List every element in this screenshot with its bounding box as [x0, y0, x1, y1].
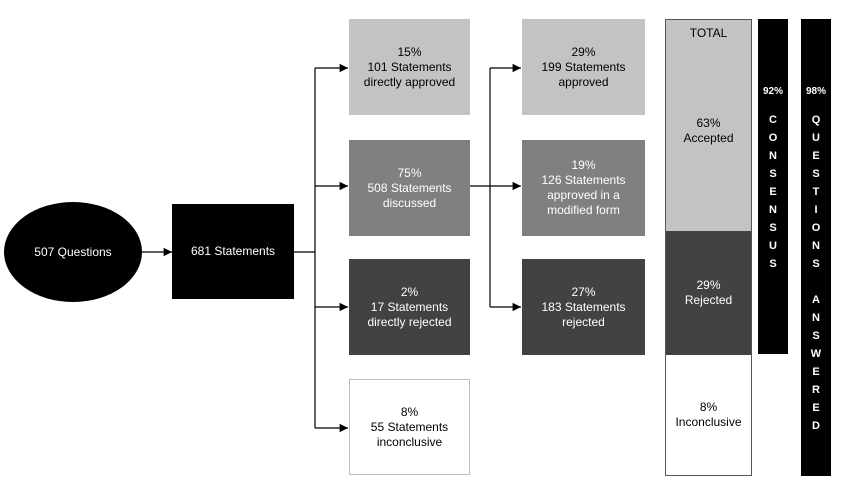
- direct-rejected-desc: directly rejected: [367, 314, 452, 329]
- total-rejected-label: Rejected: [684, 293, 733, 307]
- modified-count: 126 Statements: [541, 173, 626, 187]
- direct-rejected-node: 2% 17 Statements directly rejected: [349, 259, 470, 355]
- answered-letter: U: [812, 132, 820, 144]
- consensus-letter: S: [769, 222, 777, 234]
- discussed-count: 508 Statements: [367, 180, 452, 195]
- answered-pct: 98%: [805, 86, 826, 97]
- total-accepted-pct: 63%: [696, 116, 721, 130]
- total-inconclusive-segment: 8% Inconclusive: [666, 355, 751, 475]
- answered-letter: E: [812, 366, 820, 378]
- modified-node: 19% 126 Statements approved in a modifie…: [522, 140, 645, 236]
- consensus-letter: C: [769, 114, 777, 126]
- answered-letter: N: [812, 312, 820, 324]
- rejected-node: 27% 183 Statements rejected: [522, 259, 645, 355]
- consensus-letter: S: [769, 168, 777, 180]
- consensus-letter: N: [769, 150, 777, 162]
- discussed-node: 75% 508 Statements discussed: [349, 140, 470, 236]
- discussed-desc: discussed: [382, 195, 437, 210]
- questions-node: 507 Questions: [4, 202, 142, 302]
- approved-node: 29% 199 Statements approved: [522, 19, 645, 115]
- direct-rejected-pct: 2%: [400, 284, 419, 299]
- approved-desc: approved: [558, 74, 609, 89]
- answered-letter: Q: [811, 114, 821, 126]
- direct-approved-pct: 15%: [397, 44, 422, 59]
- answered-letter: I: [814, 204, 818, 216]
- total-title: TOTAL: [689, 26, 728, 40]
- direct-approved-count: 101 Statements: [367, 59, 452, 74]
- answered-letter: O: [811, 222, 821, 234]
- modified-desc-1: approved in a: [547, 188, 620, 202]
- answered-letter: S: [812, 258, 820, 270]
- total-rejected-pct: 29%: [696, 278, 721, 292]
- total-accepted-label: Accepted: [683, 131, 734, 145]
- total-column: TOTAL 63% Accepted 29% Rejected 8% Incon…: [665, 19, 752, 476]
- statements-node: 681 Statements: [172, 204, 294, 299]
- statements-label: 681 Statements: [190, 244, 276, 258]
- answered-letter: T: [812, 186, 820, 198]
- approved-pct: 29%: [571, 44, 596, 59]
- consensus-letter: E: [769, 186, 777, 198]
- consensus-letter: O: [768, 132, 778, 144]
- consensus-letter: U: [769, 240, 777, 252]
- answered-letter: A: [812, 294, 820, 306]
- rejected-desc: rejected: [562, 314, 605, 329]
- inconclusive-node: 8% 55 Statements inconclusive: [349, 379, 470, 475]
- inconclusive-count: 55 Statements: [370, 419, 449, 434]
- inconclusive-desc: inconclusive: [376, 434, 443, 449]
- answered-letter: N: [812, 240, 820, 252]
- questions-label: 507 Questions: [34, 244, 112, 259]
- total-inconclusive-label: Inconclusive: [675, 415, 742, 429]
- consensus-letter: N: [769, 204, 777, 216]
- discussed-pct: 75%: [397, 165, 422, 180]
- modified-pct: 19%: [571, 158, 596, 172]
- answered-letter: W: [810, 348, 822, 360]
- total-rejected-segment: 29% Rejected: [666, 231, 751, 355]
- inconclusive-pct: 8%: [400, 404, 419, 419]
- rejected-pct: 27%: [571, 284, 596, 299]
- answered-letter: R: [812, 384, 820, 396]
- answered-letter: E: [812, 150, 820, 162]
- answered-letter: S: [812, 330, 820, 342]
- approved-count: 199 Statements: [541, 59, 626, 74]
- rejected-count: 183 Statements: [541, 299, 626, 314]
- consensus-letter: S: [769, 258, 777, 270]
- direct-approved-node: 15% 101 Statements directly approved: [349, 19, 470, 115]
- direct-rejected-count: 17 Statements: [370, 299, 449, 314]
- answered-letter: [814, 273, 817, 291]
- answered-letter: E: [812, 402, 820, 414]
- consensus-pct: 92%: [762, 86, 783, 97]
- answered-letter: S: [812, 168, 820, 180]
- total-accepted-segment: TOTAL 63% Accepted: [666, 20, 751, 231]
- direct-approved-desc: directly approved: [363, 74, 456, 89]
- total-inconclusive-pct: 8%: [699, 400, 718, 414]
- answered-letter: D: [812, 420, 820, 432]
- modified-desc-2: modified form: [547, 203, 620, 217]
